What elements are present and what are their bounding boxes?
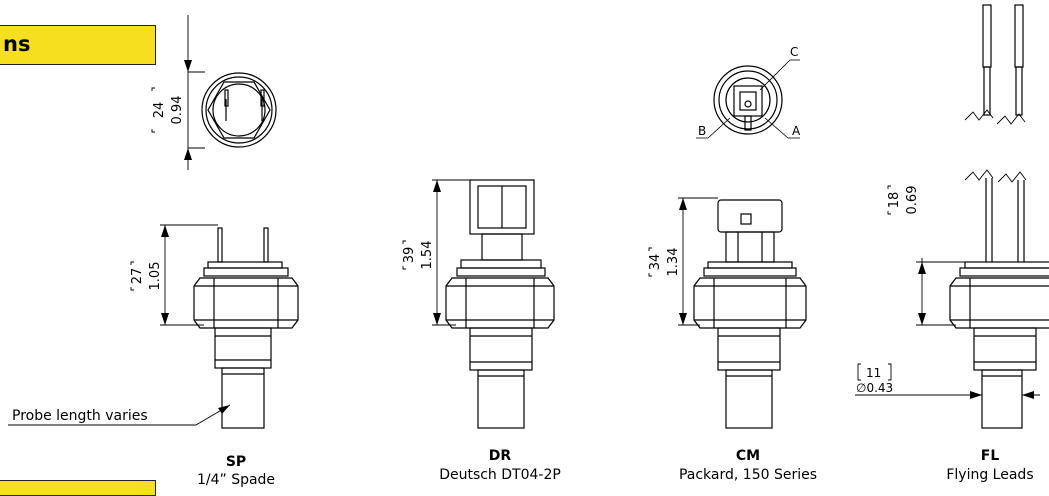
pin-a-label: A — [792, 124, 801, 138]
fl-desc: Flying Leads — [946, 467, 1033, 483]
cm-dim-mm: 34 — [648, 254, 663, 271]
fl-lead-wires-top — [964, 4, 1026, 125]
dr-desc: Deutsch DT04-2P — [439, 467, 561, 483]
section-header-text: ns — [3, 32, 31, 56]
cm-desc: Packard, 150 Series — [679, 467, 817, 483]
fl-dim-in: 0.69 — [905, 186, 920, 215]
top-view-dim-brackets — [151, 87, 155, 133]
probe-length-leader — [8, 404, 231, 426]
top-view-dim-mm: 24 — [152, 102, 167, 119]
cm-side-view — [678, 197, 807, 429]
sp-desc: 1/4” Spade — [197, 472, 275, 488]
fl-dia-mm: 11 — [866, 366, 881, 380]
sp-code: SP — [226, 454, 246, 470]
probe-length-note: Probe length varies — [12, 408, 148, 424]
fl-side-view — [855, 169, 1049, 429]
top-view-hex-face — [184, 15, 277, 170]
dim-brackets — [130, 185, 891, 291]
sp-dim-in: 1.05 — [148, 262, 163, 291]
fl-dim-mm: 18 — [887, 192, 902, 209]
pin-b-label: B — [698, 124, 706, 138]
dr-dim-mm: 39 — [402, 247, 417, 264]
fl-code: FL — [981, 448, 1000, 464]
sp-side-view — [160, 224, 299, 429]
dr-dim-in: 1.54 — [420, 241, 435, 270]
fl-dia-in: ∅0.43 — [856, 381, 893, 395]
cm-connector-end-view — [696, 59, 800, 139]
top-view-dim-in: 0.94 — [170, 96, 185, 125]
fl-dia-brackets — [857, 363, 892, 381]
cm-dim-in: 1.34 — [666, 248, 681, 277]
dr-code: DR — [489, 448, 512, 464]
dr-side-view — [432, 179, 555, 429]
pin-c-label: C — [790, 45, 798, 59]
sp-dim-mm: 27 — [130, 268, 145, 285]
cm-code: CM — [736, 448, 760, 464]
section-header-banner: ns — [0, 25, 156, 65]
